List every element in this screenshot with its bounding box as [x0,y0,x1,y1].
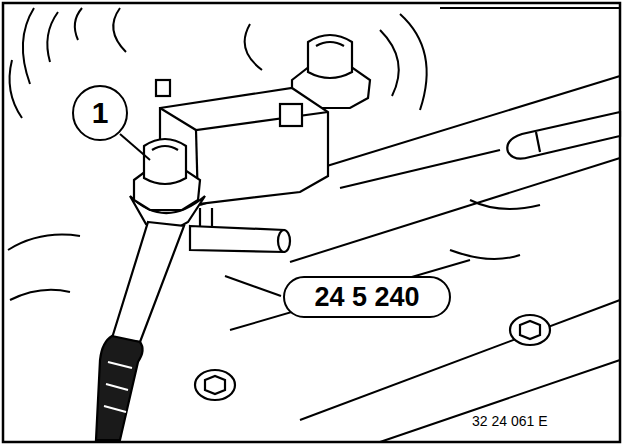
tool-pin [190,208,290,252]
wrench [96,196,205,440]
leader-lines [120,134,281,296]
background-contours [8,8,620,442]
callout-number: 1 [92,98,109,128]
housing-bolts [195,315,550,400]
lower-nut [134,139,200,210]
callout-number-shape: 1 [72,85,128,141]
shock-absorber-rod [340,112,620,188]
tool-number-shape: 24 5 240 [283,276,451,318]
figure-number: 32 24 061 E [470,413,550,429]
frame [3,3,620,442]
tool-number: 24 5 240 [314,284,419,311]
